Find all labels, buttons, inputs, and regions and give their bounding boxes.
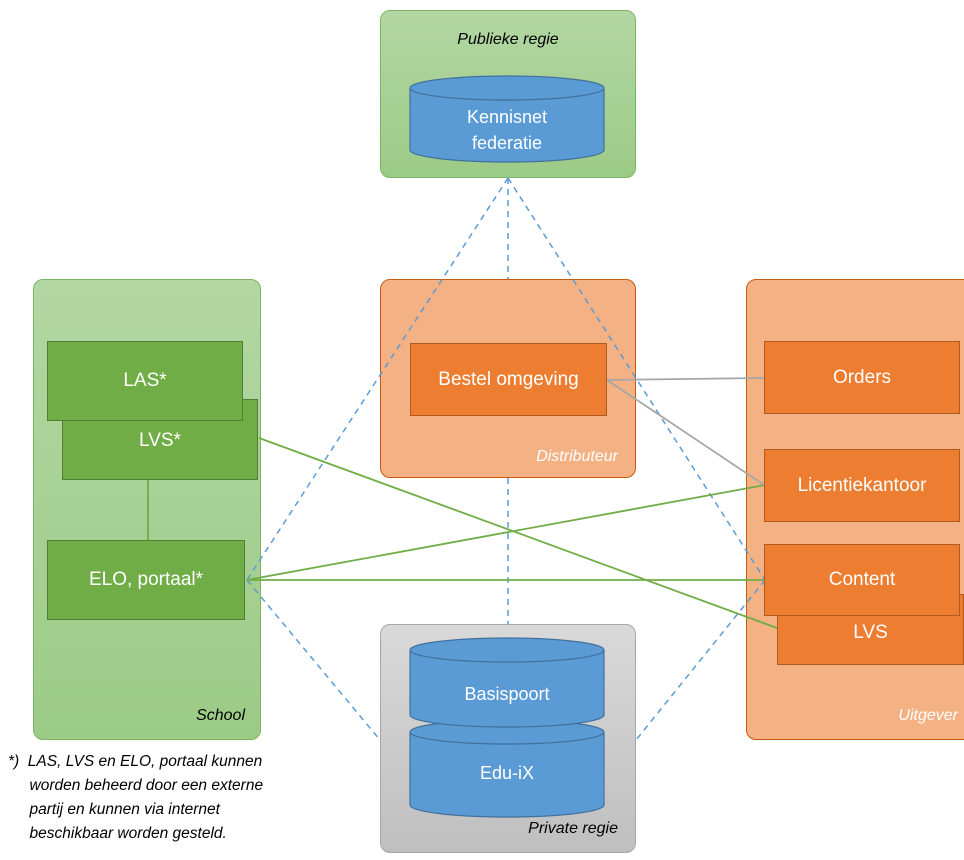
- dashed-line-kennisnet-elo: [246, 177, 509, 581]
- group-label-distributeur: Distributeur: [536, 448, 618, 465]
- green-line-lvs-uitgever-lvs: [258, 437, 778, 629]
- green-connections: [147, 437, 778, 629]
- basispoort-label: Basispoort: [464, 684, 550, 704]
- eduix-label: Edu-iX: [479, 763, 535, 783]
- group-label-private-regie: Private regie: [528, 820, 618, 837]
- gray-line-bestel-licentie: [606, 379, 765, 486]
- gray-connections: [606, 377, 765, 486]
- bestel-omgeving-box: Bestel omgeving: [410, 343, 607, 416]
- las-box: LAS*: [47, 341, 243, 421]
- dashed-line-elo-private: [246, 579, 381, 741]
- kennisnet-label: Kennisnet federatie: [466, 107, 548, 153]
- group-label-uitgever: Uitgever: [898, 707, 958, 724]
- basispoort-database-icon: [409, 637, 605, 728]
- dashed-line-content-private: [635, 579, 766, 741]
- group-label-school: School: [196, 707, 245, 724]
- dashed-connections: [246, 177, 766, 741]
- group-label-publieke-regie: Publieke regie: [457, 31, 559, 48]
- footnote: *) LAS, LVS en ELO, portaal kunnen worde…: [8, 753, 264, 842]
- content-box: Content: [764, 544, 960, 616]
- gray-line-bestel-orders: [606, 377, 765, 381]
- green-line-elo-licentie: [246, 484, 766, 581]
- kennisnet-database-icon: [409, 75, 605, 163]
- licentiekantoor-box: Licentiekantoor: [764, 449, 960, 522]
- elo-portaal-box: ELO, portaal*: [47, 540, 245, 620]
- orders-box: Orders: [764, 341, 960, 414]
- dashed-line-kennisnet-content: [507, 177, 766, 581]
